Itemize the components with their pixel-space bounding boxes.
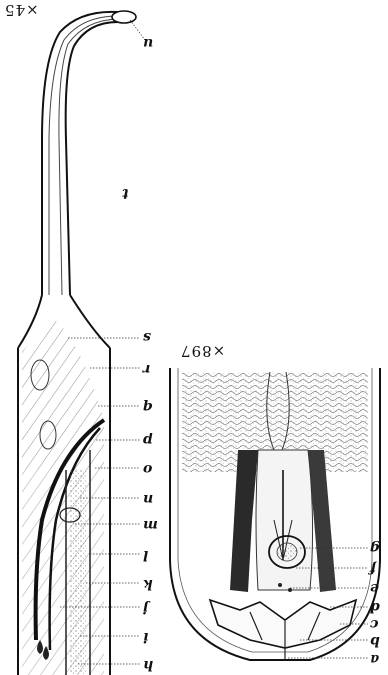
label-l: l bbox=[143, 548, 148, 562]
left-stalk-tip bbox=[112, 11, 136, 23]
label-s: s bbox=[143, 330, 151, 344]
label-o: o bbox=[143, 462, 152, 476]
magnification-label-right: ×897 bbox=[180, 343, 225, 358]
label-r: r bbox=[143, 362, 150, 376]
label-a: a bbox=[370, 652, 379, 666]
label-e: e bbox=[370, 581, 379, 595]
label-q: q bbox=[143, 400, 153, 414]
label-n: n bbox=[143, 492, 153, 506]
right-figure bbox=[170, 368, 380, 660]
left-stalk-inner bbox=[49, 16, 118, 295]
label-k: k bbox=[143, 577, 153, 591]
label-p: p bbox=[143, 433, 153, 447]
label-i: i bbox=[143, 630, 148, 644]
label-j: j bbox=[143, 601, 148, 615]
label-c: c bbox=[370, 617, 379, 631]
right-inner-cavity bbox=[256, 450, 313, 590]
label-u: u bbox=[143, 36, 153, 50]
label-b: b bbox=[370, 634, 380, 648]
label-g: g bbox=[370, 541, 380, 555]
left-figure bbox=[18, 11, 145, 675]
label-t: t bbox=[122, 186, 128, 200]
label-m: m bbox=[143, 518, 158, 532]
label-d: d bbox=[370, 600, 380, 614]
label-h: h bbox=[143, 658, 153, 672]
label-f: f bbox=[370, 561, 376, 575]
left-striated-region bbox=[22, 320, 104, 470]
left-stalk-outline bbox=[42, 12, 118, 295]
magnification-label-left: ×45 bbox=[4, 2, 39, 17]
